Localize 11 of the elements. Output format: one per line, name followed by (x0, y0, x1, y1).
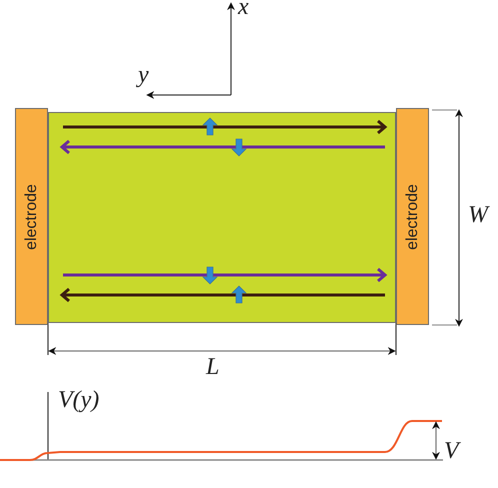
math-label: W (468, 201, 488, 230)
math-label: V(y) (58, 386, 100, 415)
electrode-block (396, 108, 429, 325)
math-label: y (138, 61, 149, 90)
electrode-block (15, 108, 48, 325)
math-label: L (206, 353, 220, 382)
math-label: V (444, 437, 459, 466)
math-label: x (238, 0, 249, 22)
electrode-label: electrode (402, 184, 422, 250)
channel-rectangle (48, 112, 396, 323)
electrode-label: electrode (22, 184, 40, 250)
